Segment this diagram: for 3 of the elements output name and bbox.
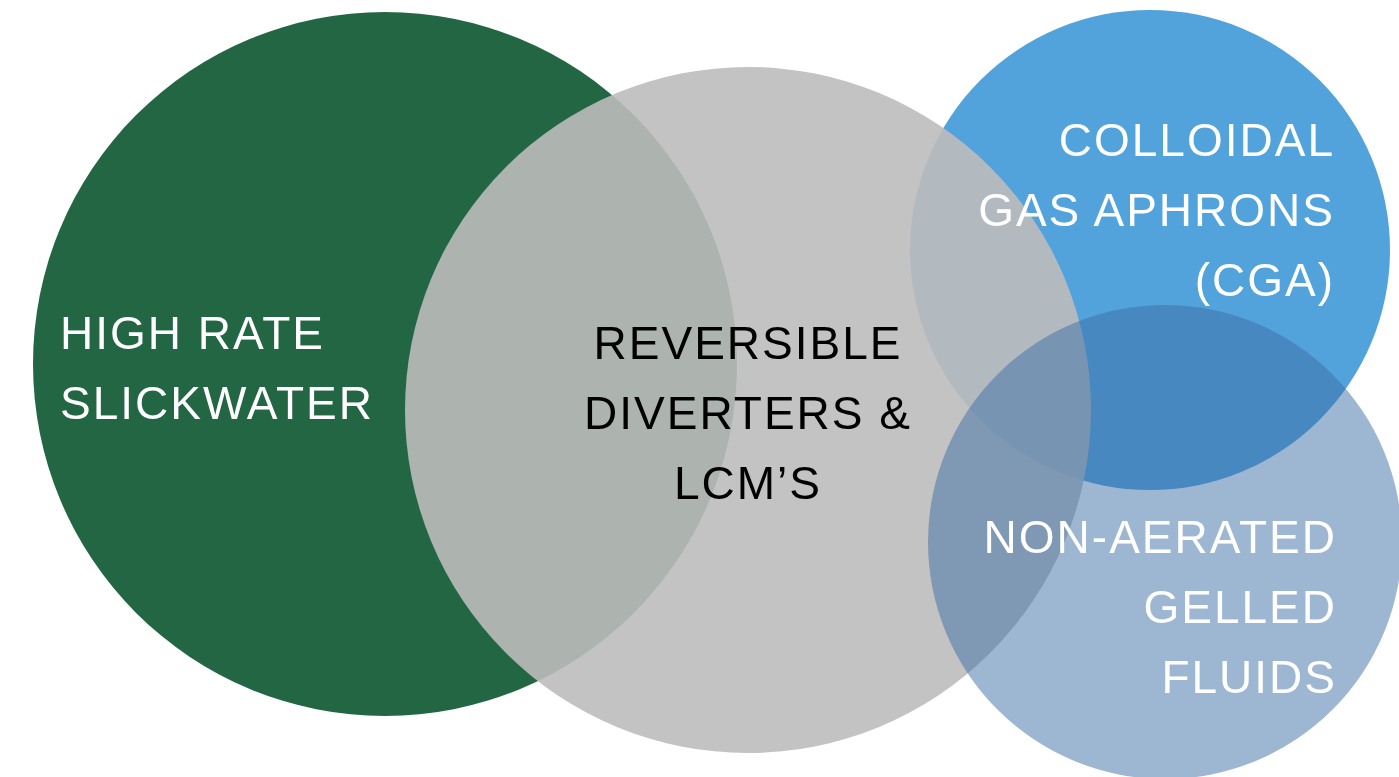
circle-label: NON-AERATED GELLED FLUIDS (982, 510, 1337, 705)
circle-label: HIGH RATE SLICKWATER (60, 306, 375, 431)
circle-label: REVERSIBLE DIVERTERS & LCM’S (583, 316, 913, 511)
